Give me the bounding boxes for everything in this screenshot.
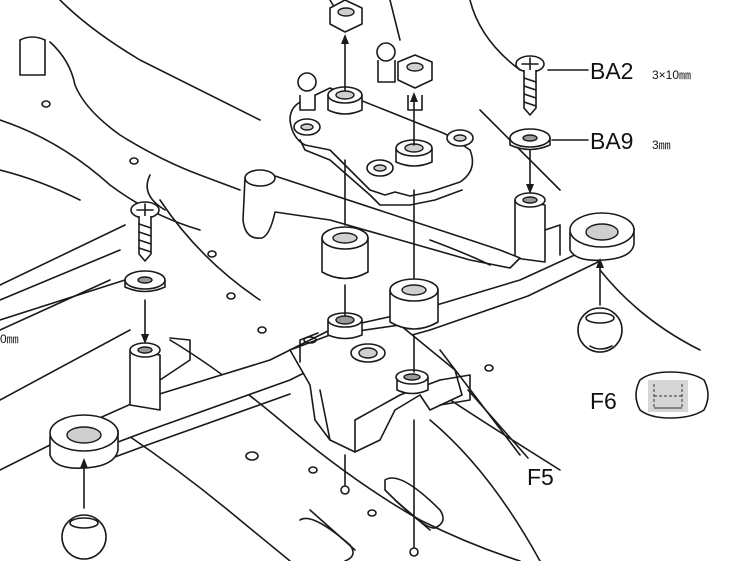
label-ba2-code: BA2	[590, 58, 633, 84]
screw-ba2	[515, 55, 545, 116]
washer-left	[124, 270, 166, 293]
bushing-icon	[635, 371, 709, 419]
arrow-up-icon	[596, 258, 604, 268]
leader-lines	[0, 69, 589, 459]
top-damper-plate	[289, 42, 474, 206]
arrow-up-icon	[341, 34, 349, 44]
nut-top-right	[397, 54, 433, 89]
arrow-down-icon	[141, 334, 149, 344]
washer-ba9	[509, 128, 551, 151]
arrow-down-icon	[526, 184, 534, 194]
label-ba9-code: BA9	[590, 128, 633, 154]
label-left-size: 0㎜	[0, 332, 19, 346]
ball-left	[61, 514, 107, 560]
nut-top-left	[329, 0, 363, 33]
center-bulkhead	[289, 312, 471, 453]
label-f5: F5	[527, 464, 554, 490]
bushing-f5-right	[389, 278, 439, 330]
arrow-up-icon	[80, 458, 88, 468]
bushing-f5-left	[321, 226, 369, 280]
upper-rear-arm	[242, 169, 521, 269]
arrow-up-icon	[410, 92, 418, 102]
label-ba2-size: 3×10㎜	[652, 68, 691, 82]
ball-f6-right	[577, 307, 623, 353]
chassis-plate	[0, 0, 701, 561]
label-ba9-size: 3㎜	[652, 138, 671, 152]
assembly-guides	[80, 34, 604, 557]
screw-left	[130, 201, 160, 262]
label-f6: F6	[590, 388, 617, 414]
